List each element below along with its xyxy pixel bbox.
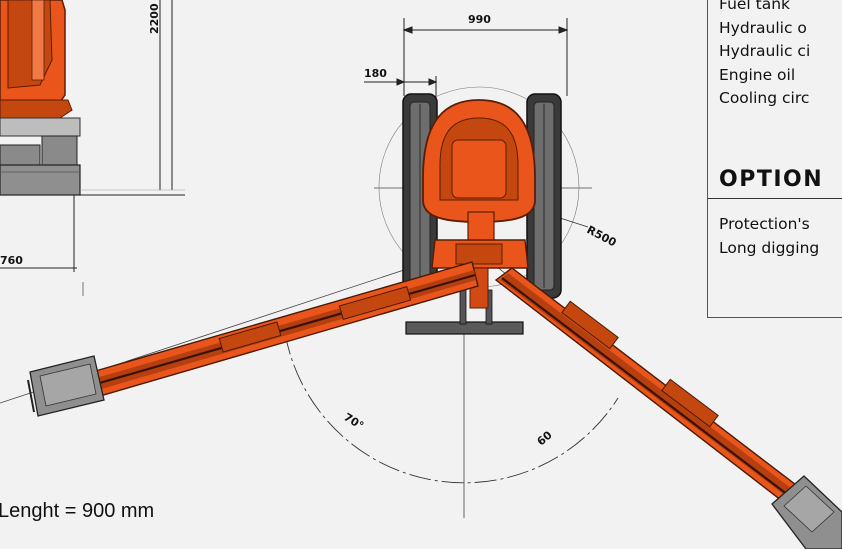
dozer-blade xyxy=(405,289,524,335)
spec-hydraulic-oil: Hydraulic o xyxy=(719,18,807,37)
offset-dimension xyxy=(364,76,438,100)
height-dimension xyxy=(80,0,185,196)
right-track xyxy=(526,93,562,299)
spec-hydraulic-circuit: Hydraulic ci xyxy=(719,42,811,60)
side-view-machine xyxy=(0,0,81,196)
track-width-dimension xyxy=(402,18,569,96)
right-boom-arm xyxy=(494,267,802,505)
angle-left-label: 70° xyxy=(341,411,366,433)
spec-engine-oil: Engine oil xyxy=(719,65,796,84)
option-long-digging: Long digging xyxy=(719,238,820,257)
dim-radius-label: R500 xyxy=(585,223,619,249)
dim-offset-label: 180 xyxy=(364,67,387,80)
arm-length-caption: Lenght = 900 mm xyxy=(0,500,155,522)
dim-length-label: 760 xyxy=(0,254,23,267)
options-divider xyxy=(708,198,842,199)
option-protections: Protection's xyxy=(719,215,810,233)
length-dimension xyxy=(0,195,84,296)
left-boom-arm xyxy=(91,261,479,397)
upper-structure xyxy=(422,99,536,309)
capacities-list: Fuel tank Hydraulic o Hydraulic ci Engin… xyxy=(708,0,810,111)
options-list: Protection's Long digging xyxy=(708,213,819,260)
options-title: OPTION xyxy=(719,167,824,192)
dim-track-width-label: 990 xyxy=(468,13,491,26)
dim-height-label: 2200 xyxy=(148,3,161,34)
spec-fuel-tank: Fuel tank xyxy=(719,0,791,13)
right-bucket xyxy=(771,475,842,549)
left-bucket xyxy=(27,355,105,417)
angle-right-label: 60 xyxy=(535,428,555,448)
spec-cooling-circuit: Cooling circ xyxy=(719,89,810,107)
specs-panel: Fuel tank Hydraulic o Hydraulic ci Engin… xyxy=(707,0,842,318)
